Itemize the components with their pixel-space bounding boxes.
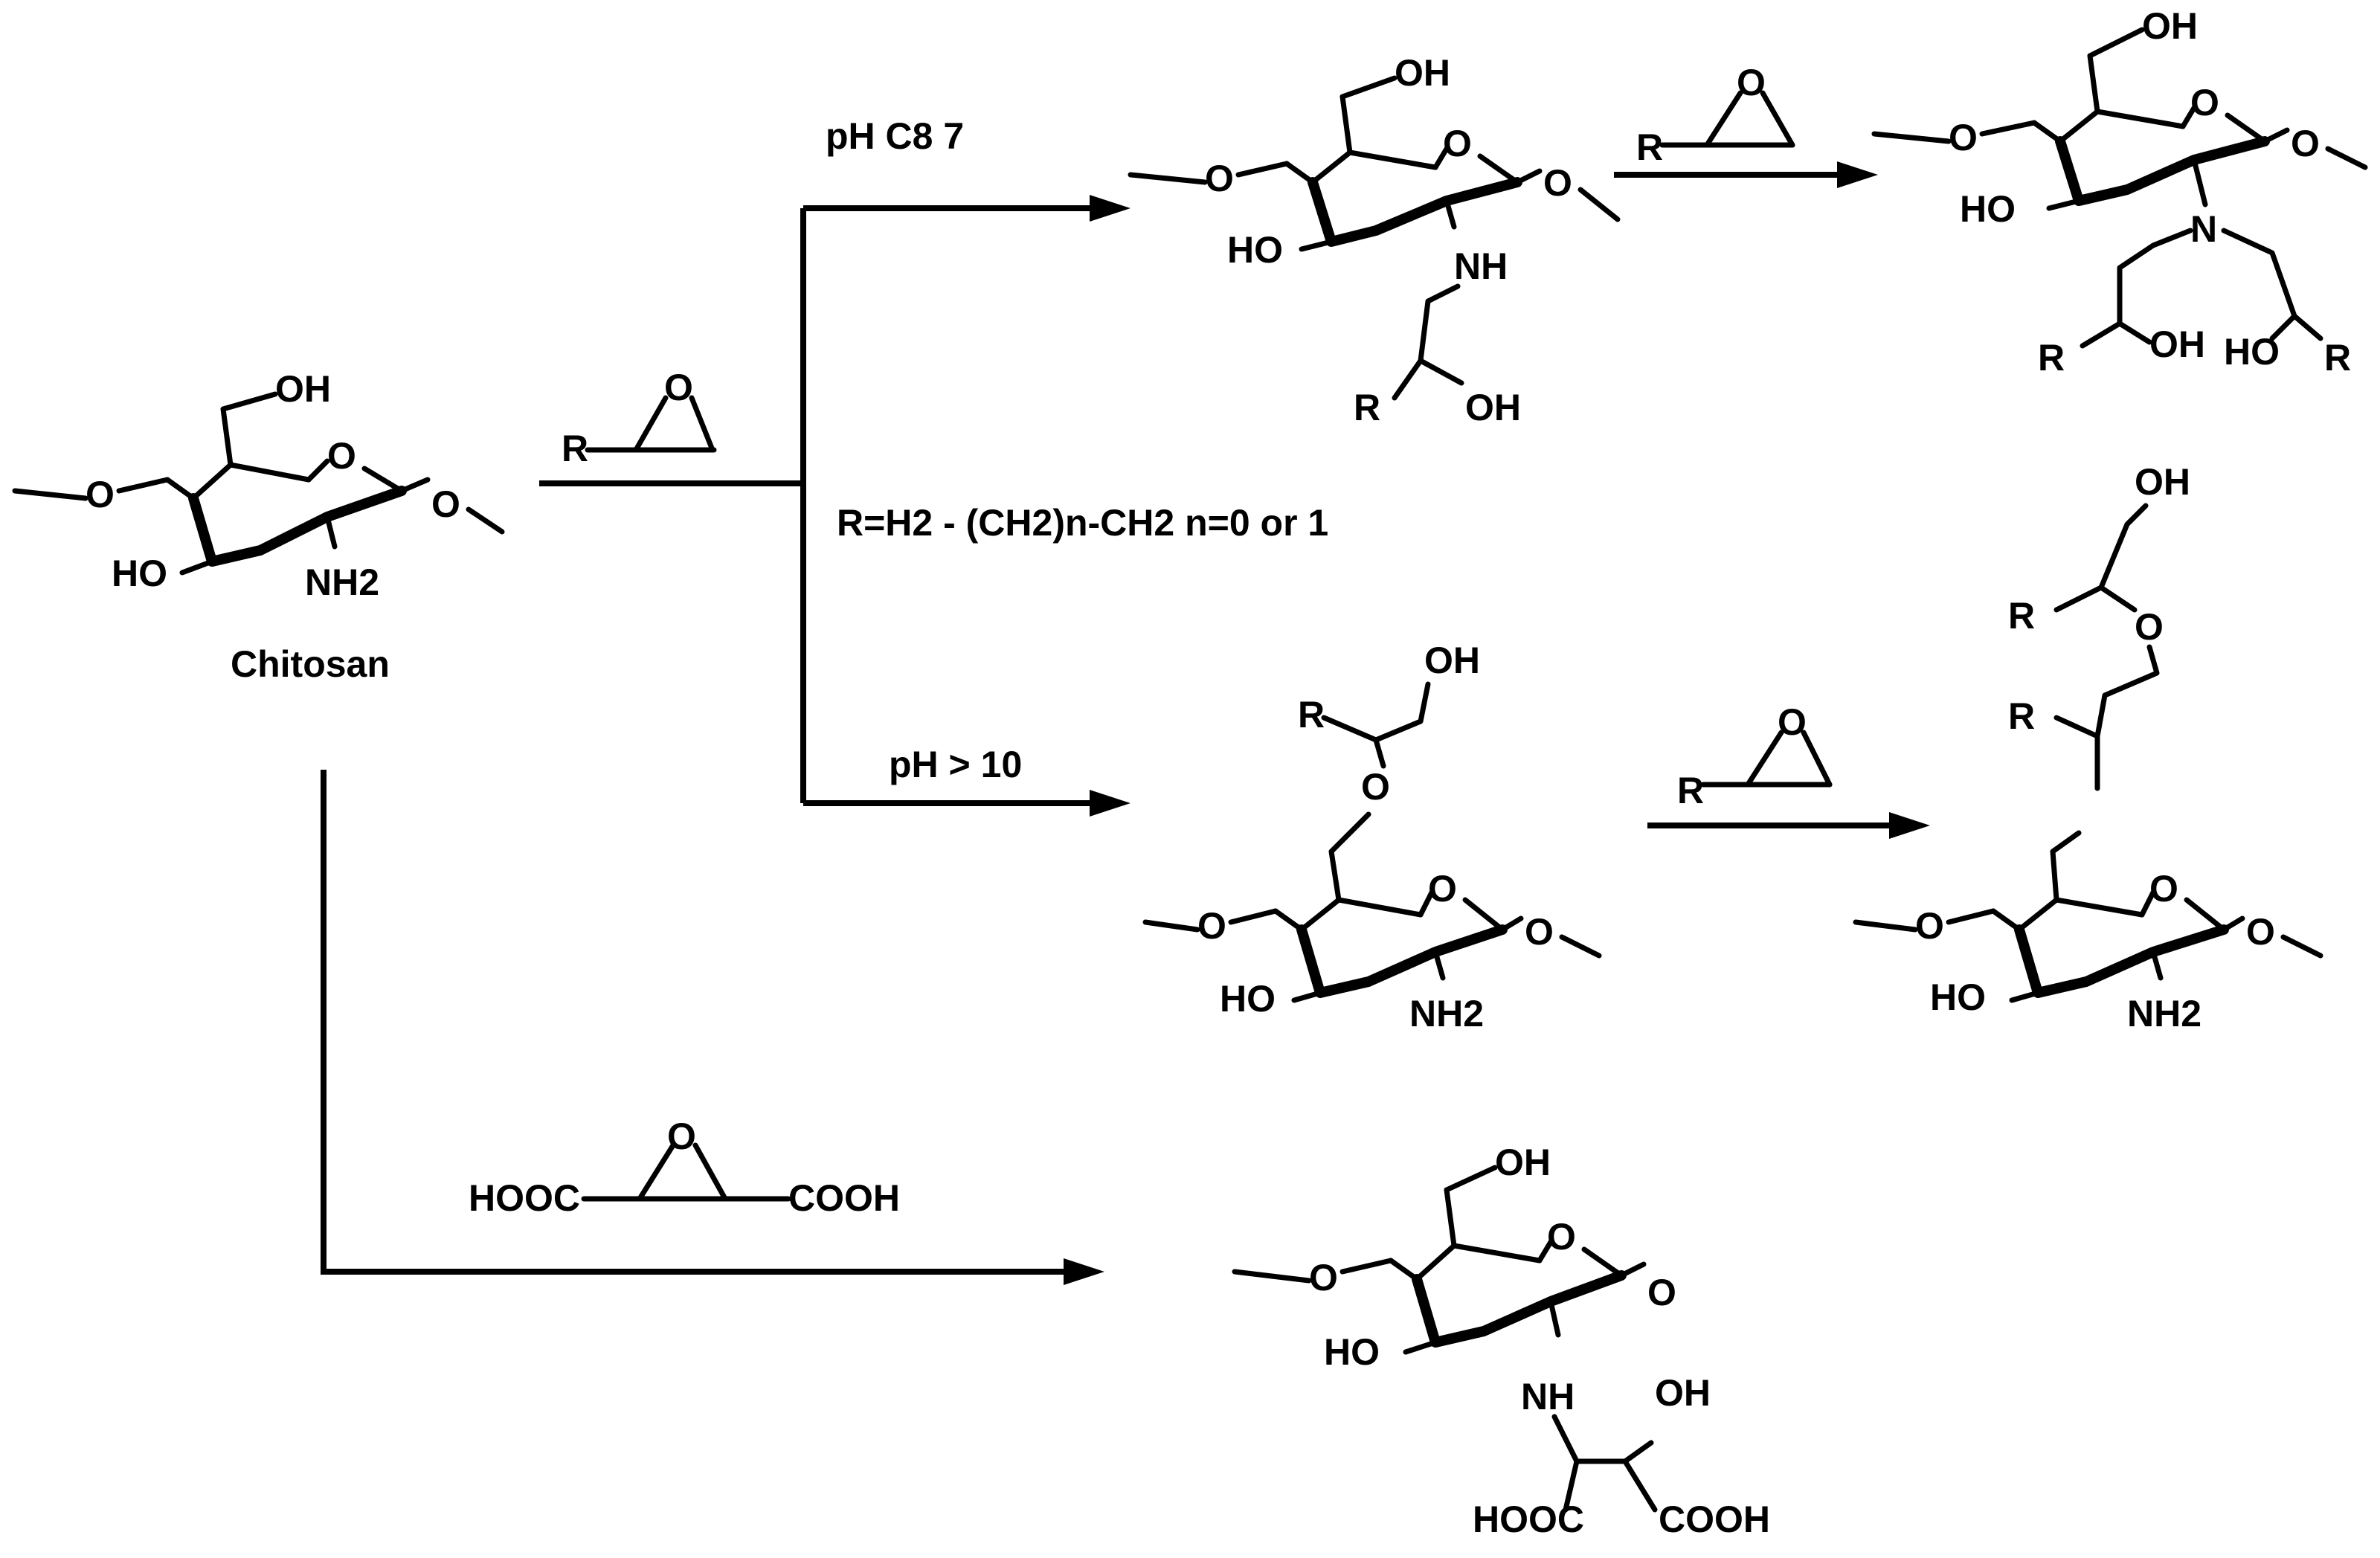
arrow-head (1064, 1258, 1104, 1285)
atom-label: OH (1465, 387, 1521, 428)
branch-arrows (321, 195, 1130, 1285)
atom-label: R (2008, 595, 2035, 637)
atom-label: OH (2149, 323, 2205, 365)
arrow-head (1090, 790, 1130, 817)
atom-label: O (1543, 162, 1572, 204)
atom-label: OH (1655, 1372, 1711, 1414)
atom-label: O (1197, 905, 1226, 947)
atom-label: N (2190, 208, 2217, 250)
succinate-product: O O O OH HO NH OH HOOC COOH (1232, 1142, 1770, 1540)
atom-label: R (1298, 694, 1325, 735)
atom-label: O (1547, 1216, 1576, 1258)
atom-label: R (2324, 337, 2351, 379)
condition-upper-ph: pH C8 7 (826, 115, 964, 157)
condition-r-definition: R=H2 - (CH2)n-CH2 n=0 or 1 (837, 502, 1328, 544)
atom-label: R (1354, 387, 1380, 428)
atom-label: O (431, 483, 460, 525)
atom-label: NH (1454, 245, 1508, 287)
chitosan-molecule: O O O OH HO NH2 Chitosan (12, 368, 505, 685)
atom-label: HO (2224, 331, 2280, 373)
atom-label: O (1525, 911, 1554, 953)
atom-label: O (1443, 123, 1472, 164)
mono-o-product: O O O O R OH HO NH2 (1142, 640, 1602, 1034)
atom-label: OH (1424, 640, 1480, 681)
chitosan-caption: Chitosan (231, 643, 390, 685)
atom-label: O (1778, 701, 1807, 743)
arrow-head (1837, 161, 1878, 188)
atom-label: O (667, 1116, 696, 1157)
atom-label: OH (2142, 5, 2198, 47)
atom-label: OH (1495, 1142, 1551, 1183)
epoxide-reagent-upper: R O (1636, 62, 1795, 168)
atom-label: HO (1227, 229, 1283, 271)
atom-label: OH (1395, 52, 1450, 94)
atom-label: R (2038, 337, 2065, 379)
atom-label: O (1205, 158, 1234, 199)
atom-label: O (2246, 911, 2275, 953)
atom-label: O (664, 367, 693, 408)
atom-label: R (1636, 126, 1663, 168)
arrow-head (1090, 195, 1130, 222)
atom-label: O (86, 474, 115, 515)
mono-n-product: O O O OH HO NH R OH (1128, 52, 1621, 428)
atom-label: R (1677, 770, 1704, 811)
atom-label: O (1915, 905, 1944, 947)
atom-label: NH2 (305, 561, 379, 603)
atom-label: OH (275, 368, 331, 410)
atom-label: COOH (788, 1177, 900, 1219)
atom-label: O (1428, 868, 1457, 910)
di-o-product: O O O HO NH2 (1853, 830, 2323, 1034)
epoxide-reagent-main: R O (562, 367, 717, 469)
atom-label: O (1361, 766, 1390, 808)
arrow-head (1889, 812, 1930, 839)
atom-label: O (2190, 82, 2219, 123)
atom-label: O (1737, 62, 1766, 103)
atom-label: HO (1324, 1331, 1380, 1373)
atom-label: O (2135, 606, 2164, 648)
atom-label: R (562, 428, 588, 469)
atom-label: HOOC (1473, 1499, 1584, 1540)
atom-label: NH2 (2127, 993, 2202, 1034)
atom-label: O (1949, 117, 1978, 158)
atom-label: HO (1960, 188, 2016, 230)
atom-label: O (1647, 1272, 1676, 1313)
atom-label: R (2008, 695, 2035, 737)
atom-label: COOH (1659, 1499, 1770, 1540)
atom-label: O (327, 435, 356, 477)
di-o-side-chain: OH R O R (2008, 461, 2190, 791)
di-n-product: O O O OH HO N R OH HO R (1871, 5, 2368, 379)
atom-label: HO (1930, 976, 1986, 1018)
atom-label: OH (2135, 461, 2190, 503)
epoxysuccinic-reagent: HOOC O COOH (469, 1116, 900, 1219)
epoxide-reagent-lower: R O (1677, 701, 1833, 811)
atom-label: O (1309, 1257, 1338, 1298)
atom-label: O (2149, 868, 2178, 910)
condition-lower-ph: pH > 10 (889, 744, 1022, 785)
atom-label: HO (1220, 978, 1276, 1020)
atom-label: HO (112, 553, 167, 594)
atom-label: NH (1521, 1376, 1575, 1417)
atom-label: HOOC (469, 1177, 580, 1219)
atom-label: O (2291, 123, 2320, 164)
atom-label: NH2 (1409, 993, 1484, 1034)
